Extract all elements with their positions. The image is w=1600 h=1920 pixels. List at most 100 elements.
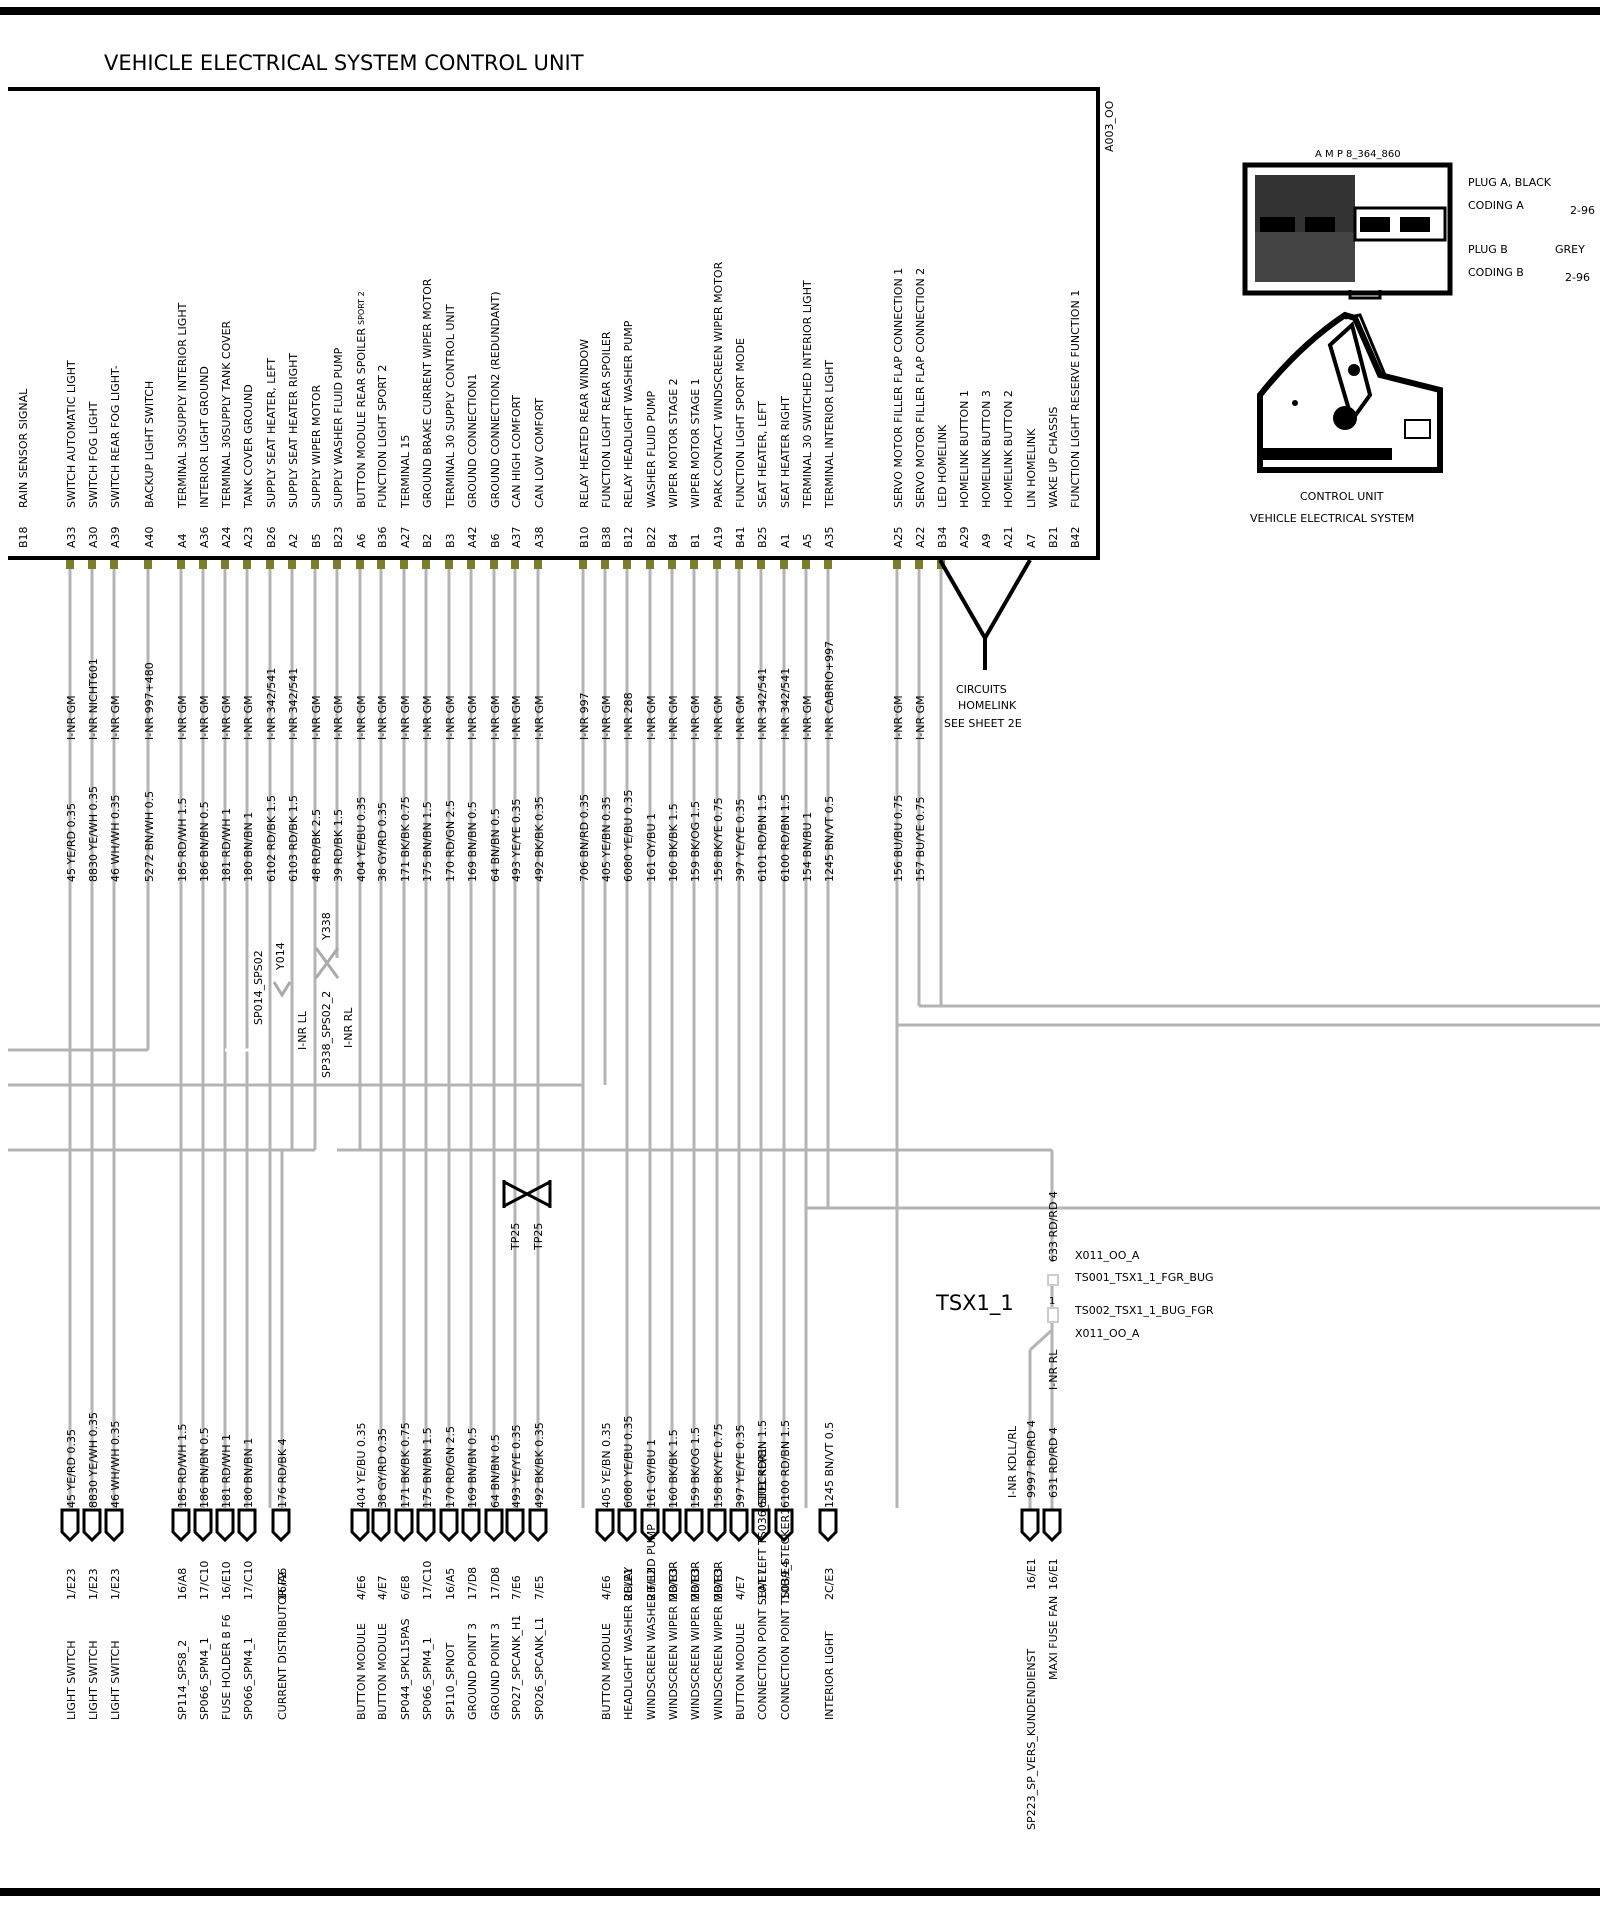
connector-id: 17/D8 — [466, 1567, 479, 1600]
pin-label: GROUND CONNECTION2 (REDUNDANT) — [489, 291, 502, 508]
wire-spec-bottom: 6100 RD/BN 1.5 — [779, 1420, 792, 1508]
connector-id: 7/E5 — [533, 1575, 546, 1600]
destination-label: SP044_SPKL15PAS — [399, 1618, 412, 1720]
wire-nr: I-NR 342/541 — [756, 668, 769, 740]
connector-id: 17/C10 — [198, 1561, 211, 1600]
wire-spec: 157 BU/YE 0.75 — [914, 797, 927, 882]
pin-id: A39 — [109, 526, 122, 548]
pin-label: SWITCH REAR FOG LIGHT- — [109, 365, 122, 508]
connector-icon — [662, 1508, 682, 1543]
connector-id: 2B/E3 — [667, 1568, 680, 1600]
pin-terminal — [824, 560, 832, 569]
wire-nr: I-NR GM — [109, 695, 122, 740]
wire-spec-bottom: 175 BN/BN 1.5 — [421, 1427, 434, 1508]
pin-label: TERMINAL 30SUPPLY INTERIOR LIGHT — [176, 302, 189, 509]
pin-label: SERVO MOTOR FILLER FLAP CONNECTION 1 — [892, 268, 905, 508]
wire-spec-bottom: 170 RD/GN 2.5 — [444, 1426, 457, 1508]
wire-nr: I-NR GM — [332, 695, 345, 740]
wire-nr: I-NR GM — [198, 695, 211, 740]
wire-nr: I-NR NICHT601 — [87, 658, 100, 740]
pin-id: B1 — [689, 533, 702, 548]
connector-id: 2B/E2 — [645, 1568, 658, 1600]
pin-terminal — [646, 560, 654, 569]
wire-spec: 180 BN/BN 1 — [242, 812, 255, 882]
wire-spec: 1245 BN/VT 0.5 — [823, 796, 836, 882]
pin-label: WIPER MOTOR STAGE 1 — [689, 378, 702, 508]
wire-spec: 159 BK/OG 1.5 — [689, 801, 702, 882]
wire-nr: I-NR GM — [801, 695, 814, 740]
tsx-title: TSX1_1 — [935, 1291, 1014, 1316]
destination-label: LIGHT SWITCH — [109, 1640, 122, 1720]
pin-id: A6 — [355, 533, 368, 548]
inr-rl-label: I-NR RL — [342, 1007, 355, 1048]
y014-label: Y014 — [274, 942, 287, 971]
plug-b-label: PLUG B — [1468, 243, 1508, 256]
tsx-wire-top: 633 RD/RD 4 — [1047, 1191, 1060, 1262]
pin-id: A27 — [399, 526, 412, 548]
wire-spec: 154 BN/BU 1 — [801, 812, 814, 882]
wire-nr: I-NR GM — [220, 695, 233, 740]
destination-label: GROUND POINT 3 — [466, 1623, 479, 1720]
pin-terminal — [266, 560, 274, 569]
pin-label: HOMELINK BUTTON 2 — [1002, 390, 1015, 508]
connector-id: 1/E23 — [65, 1568, 78, 1600]
route-kd — [1028, 1328, 1054, 1352]
wire-nr: I-NR GM — [712, 695, 725, 740]
connector-id: 2B/E3 — [689, 1568, 702, 1600]
connector-id: 2B/E3 — [712, 1568, 725, 1600]
pin-label: RAIN SENSOR SIGNAL — [17, 388, 30, 508]
connector-icon — [193, 1508, 213, 1543]
wire-spec-bottom: 6080 YE/BU 0.35 — [622, 1416, 635, 1508]
x011-a-bottom: X011_OO_A — [1075, 1327, 1140, 1340]
wire-spec: 156 BU/BU 0.75 — [892, 795, 905, 882]
pin-label: BACKUP LIGHT SWITCH — [143, 381, 156, 508]
pin-label: BUTTON MODULE REAR SPOILER — [355, 328, 368, 508]
wire-spec-bottom: 186 BN/BN 0.5 — [198, 1427, 211, 1508]
wire-spec: 6100 RD/BN 1.5 — [779, 794, 792, 882]
tsx-inr-rl: I-NR RL — [1047, 1349, 1060, 1390]
coding-a-value: 2-96 — [1570, 204, 1595, 217]
wire-spec-bottom: 160 BK/BK 1.5 — [667, 1429, 680, 1508]
wire-nr: I-NR GM — [444, 695, 457, 740]
pin-terminal — [511, 560, 519, 569]
connector-icon — [416, 1508, 436, 1543]
wire-spec-bottom: 492 BK/BK 0.35 — [533, 1422, 546, 1508]
wire-spec: 6101 RD/BN 1.5 — [756, 794, 769, 882]
pin-terminal — [377, 560, 385, 569]
pin-terminal — [356, 560, 364, 569]
wire-nr: I-NR 997+480 — [143, 662, 156, 740]
connector-icon — [350, 1508, 370, 1543]
pin-terminal — [400, 560, 408, 569]
pin-id: B26 — [265, 526, 278, 548]
wire-nr: I-NR GM — [510, 695, 523, 740]
wire-spec-bottom: 169 BN/BN 0.5 — [466, 1427, 479, 1508]
destination-label: SP026_SPCANK_L1 — [533, 1617, 546, 1720]
wire-spec: 397 YE/YE 0.35 — [734, 798, 747, 882]
pin-id: B41 — [734, 526, 747, 548]
destination-label: WINDSCREEN WIPER MOTOR — [712, 1561, 725, 1720]
tp25-right: TP25 — [532, 1223, 545, 1251]
wire-nr: I-NR GM — [355, 695, 368, 740]
pin-id: A9 — [980, 533, 993, 548]
destination-label: SP110_SPNOT — [444, 1642, 457, 1720]
pin-terminal — [623, 560, 631, 569]
pin-terminal — [802, 560, 810, 569]
pin-terminal — [579, 560, 587, 569]
destination-label: BUTTON MODULE — [376, 1623, 389, 1720]
wire-spec: 170 RD/GN 2.5 — [444, 800, 457, 882]
fan-connector — [1042, 1508, 1062, 1543]
pin-id: A38 — [533, 526, 546, 548]
wire-spec: 492 BK/BK 0.35 — [533, 796, 546, 882]
wire-spec: 64 BN/BN 0.5 — [489, 808, 502, 882]
destination-label: WINDSCREEN WIPER MOTOR — [689, 1561, 702, 1720]
pin-label: FUNCTION LIGHT SPORT 2 — [376, 365, 389, 508]
connector-icon — [271, 1508, 291, 1543]
connector-icon — [461, 1508, 481, 1543]
pin-label: TERMINAL INTERIOR LIGHT — [823, 360, 836, 509]
pin-label: FUNCTION LIGHT REAR SPOILER — [600, 331, 613, 508]
destination-label: INTERIOR LIGHT — [823, 1631, 836, 1720]
connector-id: 17/C10 — [421, 1561, 434, 1600]
pin-label: HOMELINK BUTTON 3 — [980, 390, 993, 508]
homelink-line1: CIRCUITS — [956, 683, 1007, 696]
